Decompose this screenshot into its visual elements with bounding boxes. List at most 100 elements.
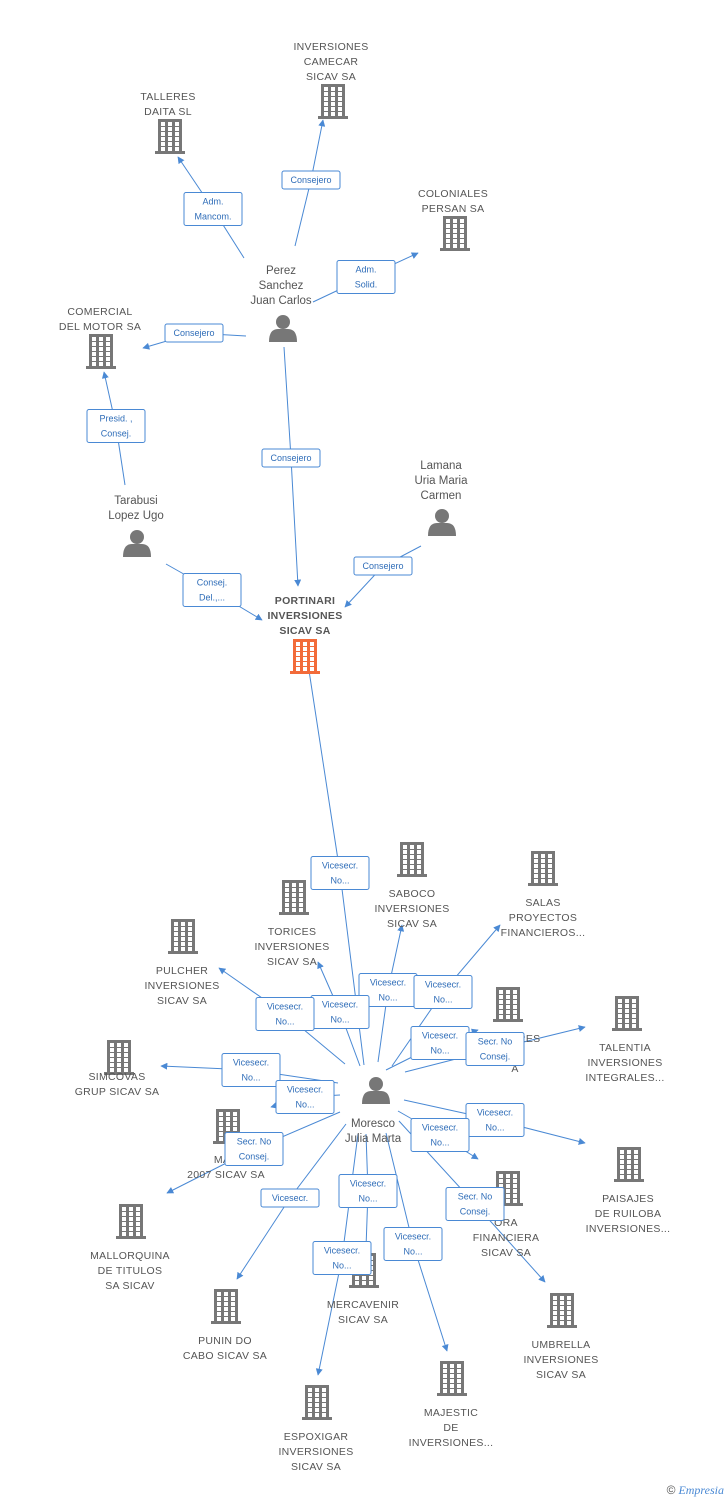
company-building-icon-pulcher[interactable] [168,919,198,954]
relation-label-text: No... [275,1017,294,1027]
company-building-icon-majestic[interactable] [437,1361,467,1396]
relation-label-text: Consejero [173,328,214,338]
person-label-lamana-line-3: Carmen [421,490,462,502]
company-building-icon-camecar[interactable] [318,84,348,119]
person-label-perez-line-2: Sanchez [259,280,304,292]
relation-label-moresco-majestic[interactable]: Vicesecr.No... [383,1227,443,1261]
relation-label-moresco-torices[interactable]: Vicesecr.No... [310,995,370,1029]
company-building-icon-talleres[interactable] [155,119,185,154]
relation-label-moresco-pulcher[interactable]: Vicesecr. No... [255,997,315,1031]
relation-label-text: Vicesecr. [322,1000,358,1010]
company-building-icon-simcovas[interactable] [104,1040,134,1075]
relation-label-moresco-ora[interactable]: Vicesecr.No... [410,1118,470,1152]
company-label-pulcher-line-3: SICAV SA [157,995,207,1007]
relation-label-lamana-portinari[interactable]: Consejero [353,556,413,576]
company-label-espoxigar-line-2: INVERSIONES [278,1446,353,1458]
relation-label-moresco-mercavenir[interactable]: Vicesecr.No... [338,1174,398,1208]
relation-label-text: Consej. [480,1052,511,1062]
person-icon-tarabusi[interactable] [123,530,151,557]
person-label-moresco-line-1: Moresco [351,1118,395,1130]
relation-label-text: No... [295,1100,314,1110]
relation-label-text: No... [241,1073,260,1083]
company-label-simcovas-line-2: GRUP SICAV SA [75,1086,160,1098]
company-label-torices-line-1: TORICES [268,926,317,938]
center-company-label-line-1: PORTINARI [275,595,335,607]
company-label-talleres-line-1: TALLERES [140,91,195,103]
company-building-icon-talentia[interactable] [612,996,642,1031]
relation-label-text: Secr. No [458,1192,493,1202]
company-building-icon-punin[interactable] [211,1289,241,1324]
person-label-moresco-line-2: Julia Marta [345,1133,402,1145]
relation-label-moresco-punin[interactable]: Vicesecr. [260,1188,320,1208]
relation-label-perez-comercial[interactable]: Consejero [164,323,224,343]
company-building-icon-saboco[interactable] [397,842,427,877]
relation-label-tarabusi-comercial[interactable]: Presid. ,Consej. [86,409,146,443]
relation-label-text: Vicesecr. [267,1002,303,1012]
relation-label-text: Consejero [270,453,311,463]
company-label-comercial-line-1: COMERCIAL [67,306,132,318]
relation-label-moresco-espoxigar[interactable]: Vicesecr. No... [312,1241,372,1275]
relation-label-text: Vicesecr. [370,978,406,988]
relation-label-moresco-valores[interactable]: Vicesecr.No... [410,1026,470,1060]
company-building-icon-mallorquina[interactable] [116,1204,146,1239]
relation-label-text: No... [378,993,397,1003]
relation-label-text: Vicesecr. [272,1193,308,1203]
company-building-icon-paisajes[interactable] [614,1147,644,1182]
relation-label-text: No... [332,1261,351,1271]
relation-label-text: No... [330,876,349,886]
person-icon-moresco[interactable] [362,1077,390,1104]
relation-label-text: Vicesecr. [287,1085,323,1095]
company-label-pulcher-line-1: PULCHER [156,965,208,977]
company-label-salas-line-2: PROYECTOS [509,912,577,924]
relation-label-moresco-paisajes[interactable]: Vicesecr.No... [465,1103,525,1137]
company-building-icon-coloniales[interactable] [440,216,470,251]
company-building-icon-comercial[interactable] [86,334,116,369]
company-label-talentia-line-3: INTEGRALES... [585,1072,664,1084]
relation-label-tarabusi-portinari[interactable]: Consej.Del.,... [182,573,242,607]
relation-label-perez-camecar[interactable]: Consejero [281,170,341,190]
company-label-mallorquina-line-3: SA SICAV [105,1280,154,1292]
relation-label-moresco-umbrella[interactable]: Secr. No Consej. [445,1187,505,1221]
footer-brand[interactable]: ©Empresia [667,1483,724,1498]
relation-label-moresco-salas[interactable]: Vicesecr.No... [413,975,473,1009]
company-building-icon-torices[interactable] [279,880,309,915]
center-company-building-icon[interactable] [290,639,320,674]
company-building-icon-valores[interactable] [493,987,523,1022]
relation-label-text: Vicesecr. [425,980,461,990]
company-label-valores-line-3: A [511,1063,518,1075]
person-label-tarabusi-line-1: Tarabusi [114,495,157,507]
person-icon-lamana[interactable] [428,509,456,536]
company-label-torices-line-3: SICAV SA [267,956,317,968]
person-label-perez-line-1: Perez [266,265,296,277]
relation-label-text: Consej. [197,578,228,588]
company-label-pulcher-line-2: INVERSIONES [144,980,219,992]
relation-label-text: No... [358,1194,377,1204]
company-building-icon-salas[interactable] [528,851,558,886]
company-building-icon-espoxigar[interactable] [302,1385,332,1420]
relation-label-moresco-mar2007[interactable]: Vicesecr. No... [275,1080,335,1114]
person-label-tarabusi-line-2: Lopez Ugo [108,510,164,522]
company-label-salas-line-1: SALAS [525,897,560,909]
relation-label-perez-coloniales[interactable]: Adm.Solid. [336,260,396,294]
person-label-perez-line-3: Juan Carlos [250,295,312,307]
relation-label-text: Adm. [355,265,376,275]
relation-label-text: Consej. [460,1207,491,1217]
relation-label-perez-talleres[interactable]: Adm.Mancom. [183,192,243,226]
relation-label-moresco-simcovas[interactable]: Vicesecr.No... [221,1053,281,1087]
brand-name: Empresia [678,1483,724,1497]
company-label-umbrella-line-2: INVERSIONES [523,1354,598,1366]
relation-label-text: No... [430,1138,449,1148]
relation-label-text: Mancom. [194,212,231,222]
company-label-camecar-line-2: CAMECAR [304,56,359,68]
company-label-ora-line-3: SICAV SA [481,1247,531,1259]
relation-label-moresco-portinari[interactable]: Vicesecr.No... [310,856,370,890]
person-icon-perez[interactable] [269,315,297,342]
company-label-majestic-line-3: INVERSIONES... [409,1437,494,1449]
relation-label-perez-portinari[interactable]: Consejero [261,448,321,468]
relation-label-text: Vicesecr. [324,1246,360,1256]
company-building-icon-umbrella[interactable] [547,1293,577,1328]
company-label-mercavenir-line-1: MERCAVENIR [327,1299,399,1311]
